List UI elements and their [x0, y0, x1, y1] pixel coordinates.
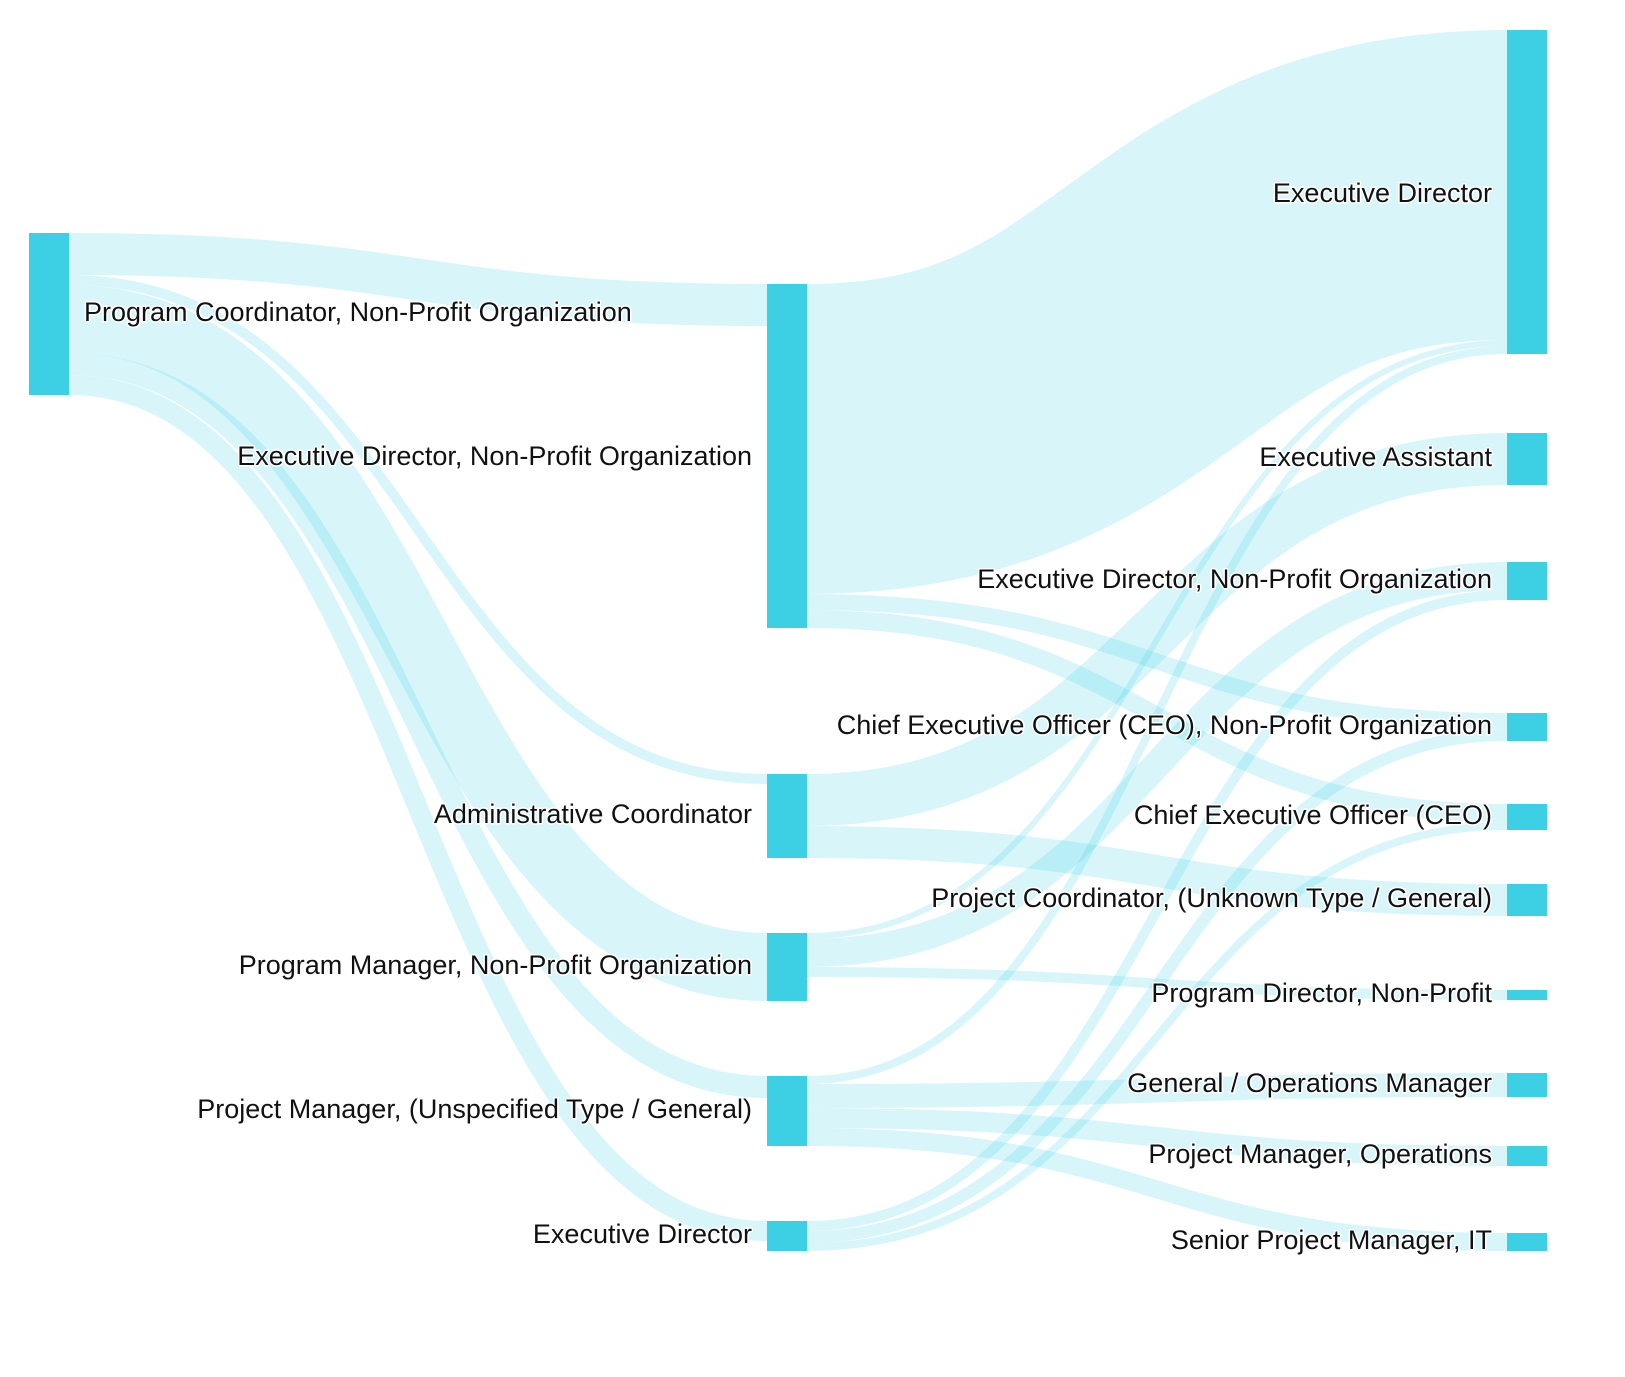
node-src: [29, 233, 69, 395]
node-label-c2_ceonpo: Chief Executive Officer (CEO), Non-Profi…: [837, 710, 1492, 740]
node-label-c1_projmgr: Project Manager, (Unspecified Type / Gen…: [197, 1094, 752, 1124]
node-c2_projcoord: [1507, 884, 1547, 916]
node-label-c2_progdir: Program Director, Non-Profit: [1151, 978, 1492, 1008]
node-c2_srpm: [1507, 1233, 1547, 1251]
link-c1_ednpo-to-c2_ed: [804, 30, 1510, 594]
link-src-to-c1_pm: [68, 285, 768, 1001]
link-src-to-c1_ednpo: [68, 233, 768, 326]
node-label-c2_ea: Executive Assistant: [1259, 442, 1492, 472]
link-c1_pm-to-c2_ednpo: [806, 562, 1508, 967]
node-label-c2_ednpo: Executive Director, Non-Profit Organizat…: [977, 564, 1492, 594]
node-label-c2_ceo: Chief Executive Officer (CEO): [1134, 800, 1492, 830]
link-c1_ednpo-to-c2_ceonpo: [806, 594, 1508, 729]
link-c1_pm-to-c2_ed: [806, 340, 1508, 939]
node-label-c1_ednpo: Executive Director, Non-Profit Organizat…: [237, 441, 752, 471]
link-src-to-c1_admin: [68, 275, 768, 784]
node-c1_ed: [767, 1221, 807, 1251]
node-label-c1_pm: Program Manager, Non-Profit Organization: [239, 950, 752, 980]
node-c2_progdir: [1507, 990, 1547, 1000]
node-c2_ea: [1507, 433, 1547, 485]
node-label-c2_pmops: Project Manager, Operations: [1148, 1139, 1492, 1169]
link-c1_pm-to-c2_progdir: [806, 967, 1508, 1000]
node-label-c2_genops: General / Operations Manager: [1127, 1068, 1492, 1098]
node-label-c2_ed: Executive Director: [1273, 178, 1492, 208]
link-c1_projmgr-to-c2_ed: [806, 346, 1508, 1084]
link-src-to-c1_ed: [68, 375, 768, 1241]
nodes-layer: [29, 30, 1547, 1251]
node-c2_pmops: [1507, 1146, 1547, 1166]
node-c1_ednpo: [767, 284, 807, 628]
link-c1_ed-to-c2_ednpo: [806, 590, 1508, 1231]
link-c1_ednpo-to-c2_ceo: [806, 610, 1508, 822]
labels-layer: Program Coordinator, Non-Profit Organiza…: [83, 177, 1494, 1257]
node-label-c1_ed: Executive Director: [533, 1219, 752, 1249]
node-c2_ednpo: [1507, 562, 1547, 600]
node-c2_genops: [1507, 1073, 1547, 1097]
node-c2_ceonpo: [1507, 713, 1547, 741]
link-c1_projmgr-to-c2_genops: [806, 1073, 1508, 1108]
node-label-c1_admin: Administrative Coordinator: [434, 799, 752, 829]
node-c2_ed: [1507, 30, 1547, 354]
node-label-src: Program Coordinator, Non-Profit Organiza…: [84, 297, 632, 327]
node-c1_projmgr: [767, 1076, 807, 1146]
link-c1_admin-to-c2_ea: [806, 433, 1508, 826]
link-c1_ed-to-c2_ceo: [806, 822, 1508, 1251]
link-c1_projmgr-to-c2_pmops: [806, 1108, 1508, 1166]
link-c1_admin-to-c2_projcoord: [806, 826, 1508, 916]
link-c1_ed-to-c2_ceonpo: [806, 729, 1508, 1243]
links-layer: [68, 30, 1510, 1251]
node-c2_ceo: [1507, 804, 1547, 830]
node-c1_admin: [767, 774, 807, 858]
node-label-c2_srpm: Senior Project Manager, IT: [1171, 1225, 1492, 1255]
node-c1_pm: [767, 933, 807, 1001]
link-c1_projmgr-to-c2_srpm: [806, 1128, 1508, 1251]
link-src-to-c1_projmgr: [68, 353, 768, 1098]
node-label-c2_projcoord: Project Coordinator, (Unknown Type / Gen…: [931, 883, 1492, 913]
